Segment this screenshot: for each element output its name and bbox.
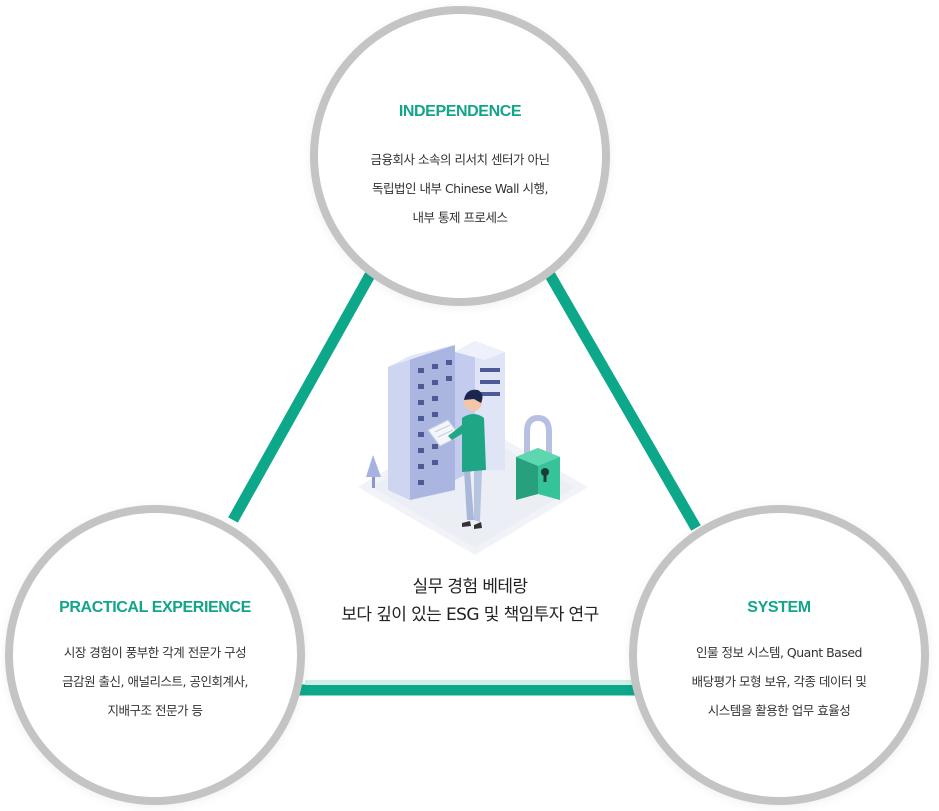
independence-line-2: 독립법인 내부 Chinese Wall 시행,: [372, 181, 548, 196]
independence-line-3: 내부 통제 프로세스: [412, 210, 508, 225]
system-title: SYSTEM: [747, 599, 811, 616]
independence-circle: INDEPENDENCE 금융회사 소속의 리서치 센터가 아닌 독립법인 내부…: [310, 6, 610, 306]
system-line-3: 시스템을 활용한 업무 효율성: [707, 703, 851, 718]
connector-left: [228, 272, 375, 523]
connector-right: [545, 272, 701, 531]
triangle-connectors: [228, 272, 701, 696]
tree-icon: [366, 455, 381, 488]
bottom-connector-shadow: [305, 680, 635, 685]
practical-line-3: 지배구조 전문가 등: [107, 703, 203, 718]
independence-title: INDEPENDENCE: [398, 103, 522, 120]
system-circle: SYSTEM 인물 정보 시스템, Quant Based 배당평가 모형 보유…: [629, 505, 929, 805]
practical-line-1: 시장 경험이 풍부한 각계 전문가 구성: [63, 645, 247, 660]
center-caption: 실무 경험 베테랑 보다 깊이 있는 ESG 및 책임투자 연구: [300, 573, 640, 629]
system-line-2: 배당평가 모형 보유, 각종 데이터 및: [691, 674, 867, 689]
office-illustration: [358, 341, 588, 555]
center-caption-line-1: 실무 경험 베테랑: [412, 577, 528, 597]
practical-experience-title: PRACTICAL EXPERIENCE: [59, 599, 251, 616]
system-description: 인물 정보 시스템, Quant Based 배당평가 모형 보유, 각종 데이…: [637, 638, 921, 725]
practical-experience-description: 시장 경험이 풍부한 각계 전문가 구성 금감원 출신, 애널리스트, 공인회계…: [13, 638, 297, 725]
practical-line-2: 금감원 출신, 애널리스트, 공인회계사,: [62, 674, 248, 689]
person-icon: [427, 389, 486, 529]
building-icon: [388, 345, 455, 500]
system-line-1: 인물 정보 시스템, Quant Based: [696, 645, 863, 660]
independence-line-1: 금융회사 소속의 리서치 센터가 아닌: [370, 152, 550, 167]
independence-description: 금융회사 소속의 리서치 센터가 아닌 독립법인 내부 Chinese Wall…: [318, 145, 602, 232]
lock-icon: [516, 414, 560, 500]
center-caption-line-2: 보다 깊이 있는 ESG 및 책임투자 연구: [341, 605, 599, 625]
practical-experience-circle: PRACTICAL EXPERIENCE 시장 경험이 풍부한 각계 전문가 구…: [5, 505, 305, 805]
